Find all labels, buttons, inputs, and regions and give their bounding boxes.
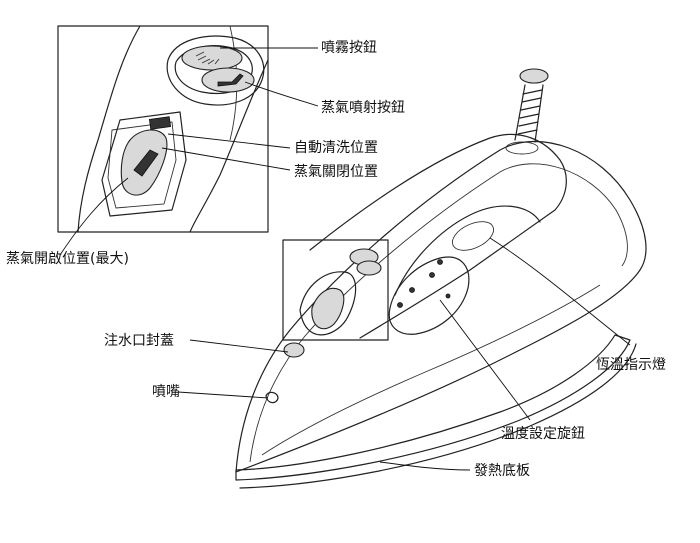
dial-markings bbox=[397, 259, 451, 308]
iron-body bbox=[177, 68, 647, 489]
spray-button bbox=[181, 45, 243, 71]
label-thermostat-light: 恆溫指示燈 bbox=[596, 357, 666, 373]
leader-nozzle bbox=[177, 391, 269, 399]
steam-rod-base bbox=[505, 141, 539, 155]
steam-control-icon bbox=[133, 149, 159, 177]
inset-slider-inner bbox=[107, 121, 177, 209]
leader-steam-off bbox=[161, 147, 291, 171]
steam-burst-button bbox=[201, 67, 255, 93]
label-temperature-dial: 溫度設定旋鈕 bbox=[501, 426, 585, 442]
iron-shell-inner bbox=[249, 163, 628, 463]
inset-handle-left bbox=[77, 25, 141, 233]
label-steam-off-position: 蒸氣關閉位置 bbox=[294, 164, 378, 180]
iron-shell bbox=[235, 141, 647, 473]
leader-steam-on bbox=[59, 177, 129, 256]
label-water-inlet-cover: 注水口封蓋 bbox=[104, 333, 174, 349]
leader-soleplate bbox=[379, 461, 471, 471]
label-steam-burst-button: 蒸氣噴射按鈕 bbox=[321, 100, 405, 116]
steam-rod-cap bbox=[519, 68, 549, 84]
leader-self-clean bbox=[167, 133, 291, 149]
self-clean-marker bbox=[148, 116, 172, 130]
iron-handle bbox=[309, 133, 567, 339]
iron-steam-burst-button bbox=[356, 260, 382, 276]
inset-button-housing bbox=[166, 35, 265, 106]
iron-steam-control-frame bbox=[299, 271, 357, 336]
iron-steam-control bbox=[311, 287, 345, 330]
inset-slider-frame bbox=[101, 111, 187, 217]
steam-rod-left bbox=[514, 84, 526, 141]
thermostat-light bbox=[451, 221, 495, 251]
temperature-dial bbox=[388, 256, 470, 335]
inset-frame bbox=[57, 25, 269, 233]
steam-burst-icon bbox=[217, 73, 244, 87]
nozzle-part bbox=[265, 391, 279, 404]
iron-shell-groove bbox=[261, 284, 601, 456]
label-nozzle: 噴嘴 bbox=[152, 384, 180, 400]
leader-water-inlet bbox=[189, 339, 289, 353]
spray-icon bbox=[195, 51, 220, 65]
soleplate-shape bbox=[235, 334, 631, 481]
label-spray-button: 噴霧按鈕 bbox=[321, 40, 377, 56]
label-steam-on-position: 蒸氣開啟位置(最大) bbox=[6, 251, 129, 267]
label-self-clean-position: 自動清洗位置 bbox=[294, 140, 378, 156]
steam-rod-spring bbox=[517, 89, 543, 135]
leader-steam-burst-button bbox=[244, 81, 319, 107]
leader-temperature-dial bbox=[439, 299, 531, 421]
label-soleplate: 發熱底板 bbox=[474, 463, 530, 479]
soleplate-edge bbox=[239, 343, 637, 489]
water-inlet-cover bbox=[283, 342, 305, 358]
iron-inset-frame bbox=[282, 239, 389, 341]
leader-thermostat-light bbox=[489, 237, 631, 346]
handle-opening bbox=[394, 205, 541, 296]
inset-detail bbox=[57, 25, 319, 256]
